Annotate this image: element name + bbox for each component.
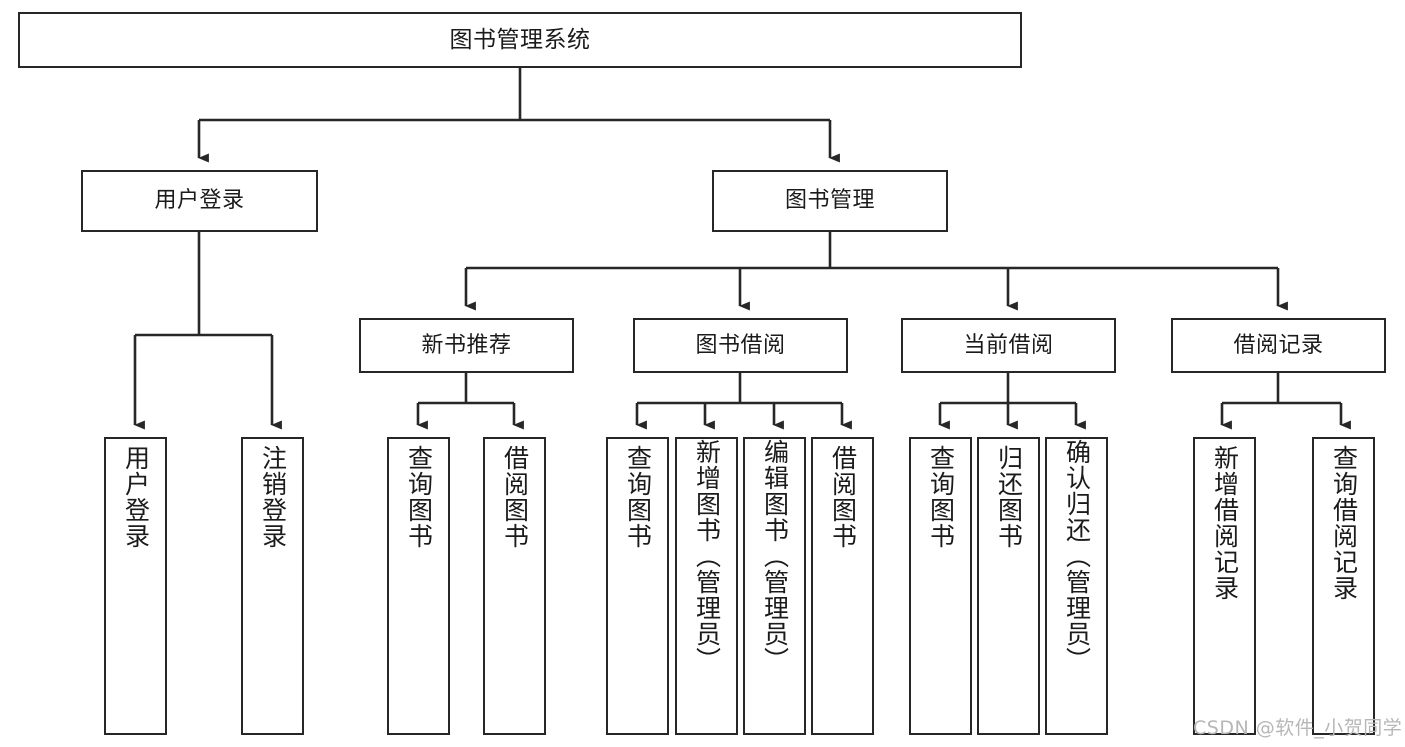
node-label: 归还图书: [994, 445, 1024, 549]
node-label: 借阅图书: [500, 445, 530, 549]
node-label: 查询图书: [404, 445, 434, 549]
node-label: 新增借阅记录: [1210, 445, 1240, 601]
leaf-borrow-edit-book-admin[interactable]: 编辑图书（管理员）: [743, 437, 806, 735]
node-label: 确认归还（管理员）: [1062, 439, 1092, 673]
leaf-record-add-record[interactable]: 新增借阅记录: [1193, 437, 1256, 735]
leaf-recommend-borrow-book[interactable]: 借阅图书: [483, 437, 546, 735]
node-label: 查询借阅记录: [1329, 445, 1359, 601]
node-label: 用户登录: [121, 445, 151, 549]
node-label: 借阅记录: [1233, 332, 1324, 358]
node-label: 用户登录: [154, 188, 245, 214]
node-user-login[interactable]: 用户登录: [81, 170, 318, 232]
node-book-borrow[interactable]: 图书借阅: [633, 318, 848, 373]
node-label: 编辑图书（管理员）: [760, 439, 790, 673]
node-new-book-recommend[interactable]: 新书推荐: [359, 318, 574, 373]
leaf-borrow-query-book[interactable]: 查询图书: [606, 437, 669, 735]
node-label: 注销登录: [258, 445, 288, 549]
node-label: 借阅图书: [828, 445, 858, 549]
leaf-user-login-signin[interactable]: 用户登录: [104, 437, 167, 735]
leaf-user-login-signout[interactable]: 注销登录: [241, 437, 304, 735]
node-label: 查询图书: [623, 445, 653, 549]
leaf-current-query-book[interactable]: 查询图书: [909, 437, 972, 735]
leaf-current-return-book[interactable]: 归还图书: [977, 437, 1040, 735]
leaf-record-query-record[interactable]: 查询借阅记录: [1312, 437, 1375, 735]
node-label: 图书借阅: [695, 332, 786, 358]
node-label: 新增图书（管理员）: [692, 439, 722, 673]
leaf-current-confirm-return-admin[interactable]: 确认归还（管理员）: [1045, 437, 1108, 735]
node-current-borrow[interactable]: 当前借阅: [901, 318, 1116, 373]
node-label: 查询图书: [926, 445, 956, 549]
leaf-borrow-borrow-book[interactable]: 借阅图书: [811, 437, 874, 735]
node-label: 当前借阅: [963, 332, 1054, 358]
node-book-management[interactable]: 图书管理: [712, 170, 948, 232]
csdn-watermark: CSDN @软件_小贺同学: [1193, 717, 1403, 739]
node-borrow-record[interactable]: 借阅记录: [1171, 318, 1386, 373]
leaf-borrow-add-book-admin[interactable]: 新增图书（管理员）: [675, 437, 738, 735]
node-label: 图书管理: [784, 188, 875, 214]
node-label: 新书推荐: [421, 332, 512, 358]
leaf-recommend-query-book[interactable]: 查询图书: [387, 437, 450, 735]
node-root-system[interactable]: 图书管理系统: [18, 12, 1022, 68]
node-label: 图书管理系统: [449, 26, 591, 53]
